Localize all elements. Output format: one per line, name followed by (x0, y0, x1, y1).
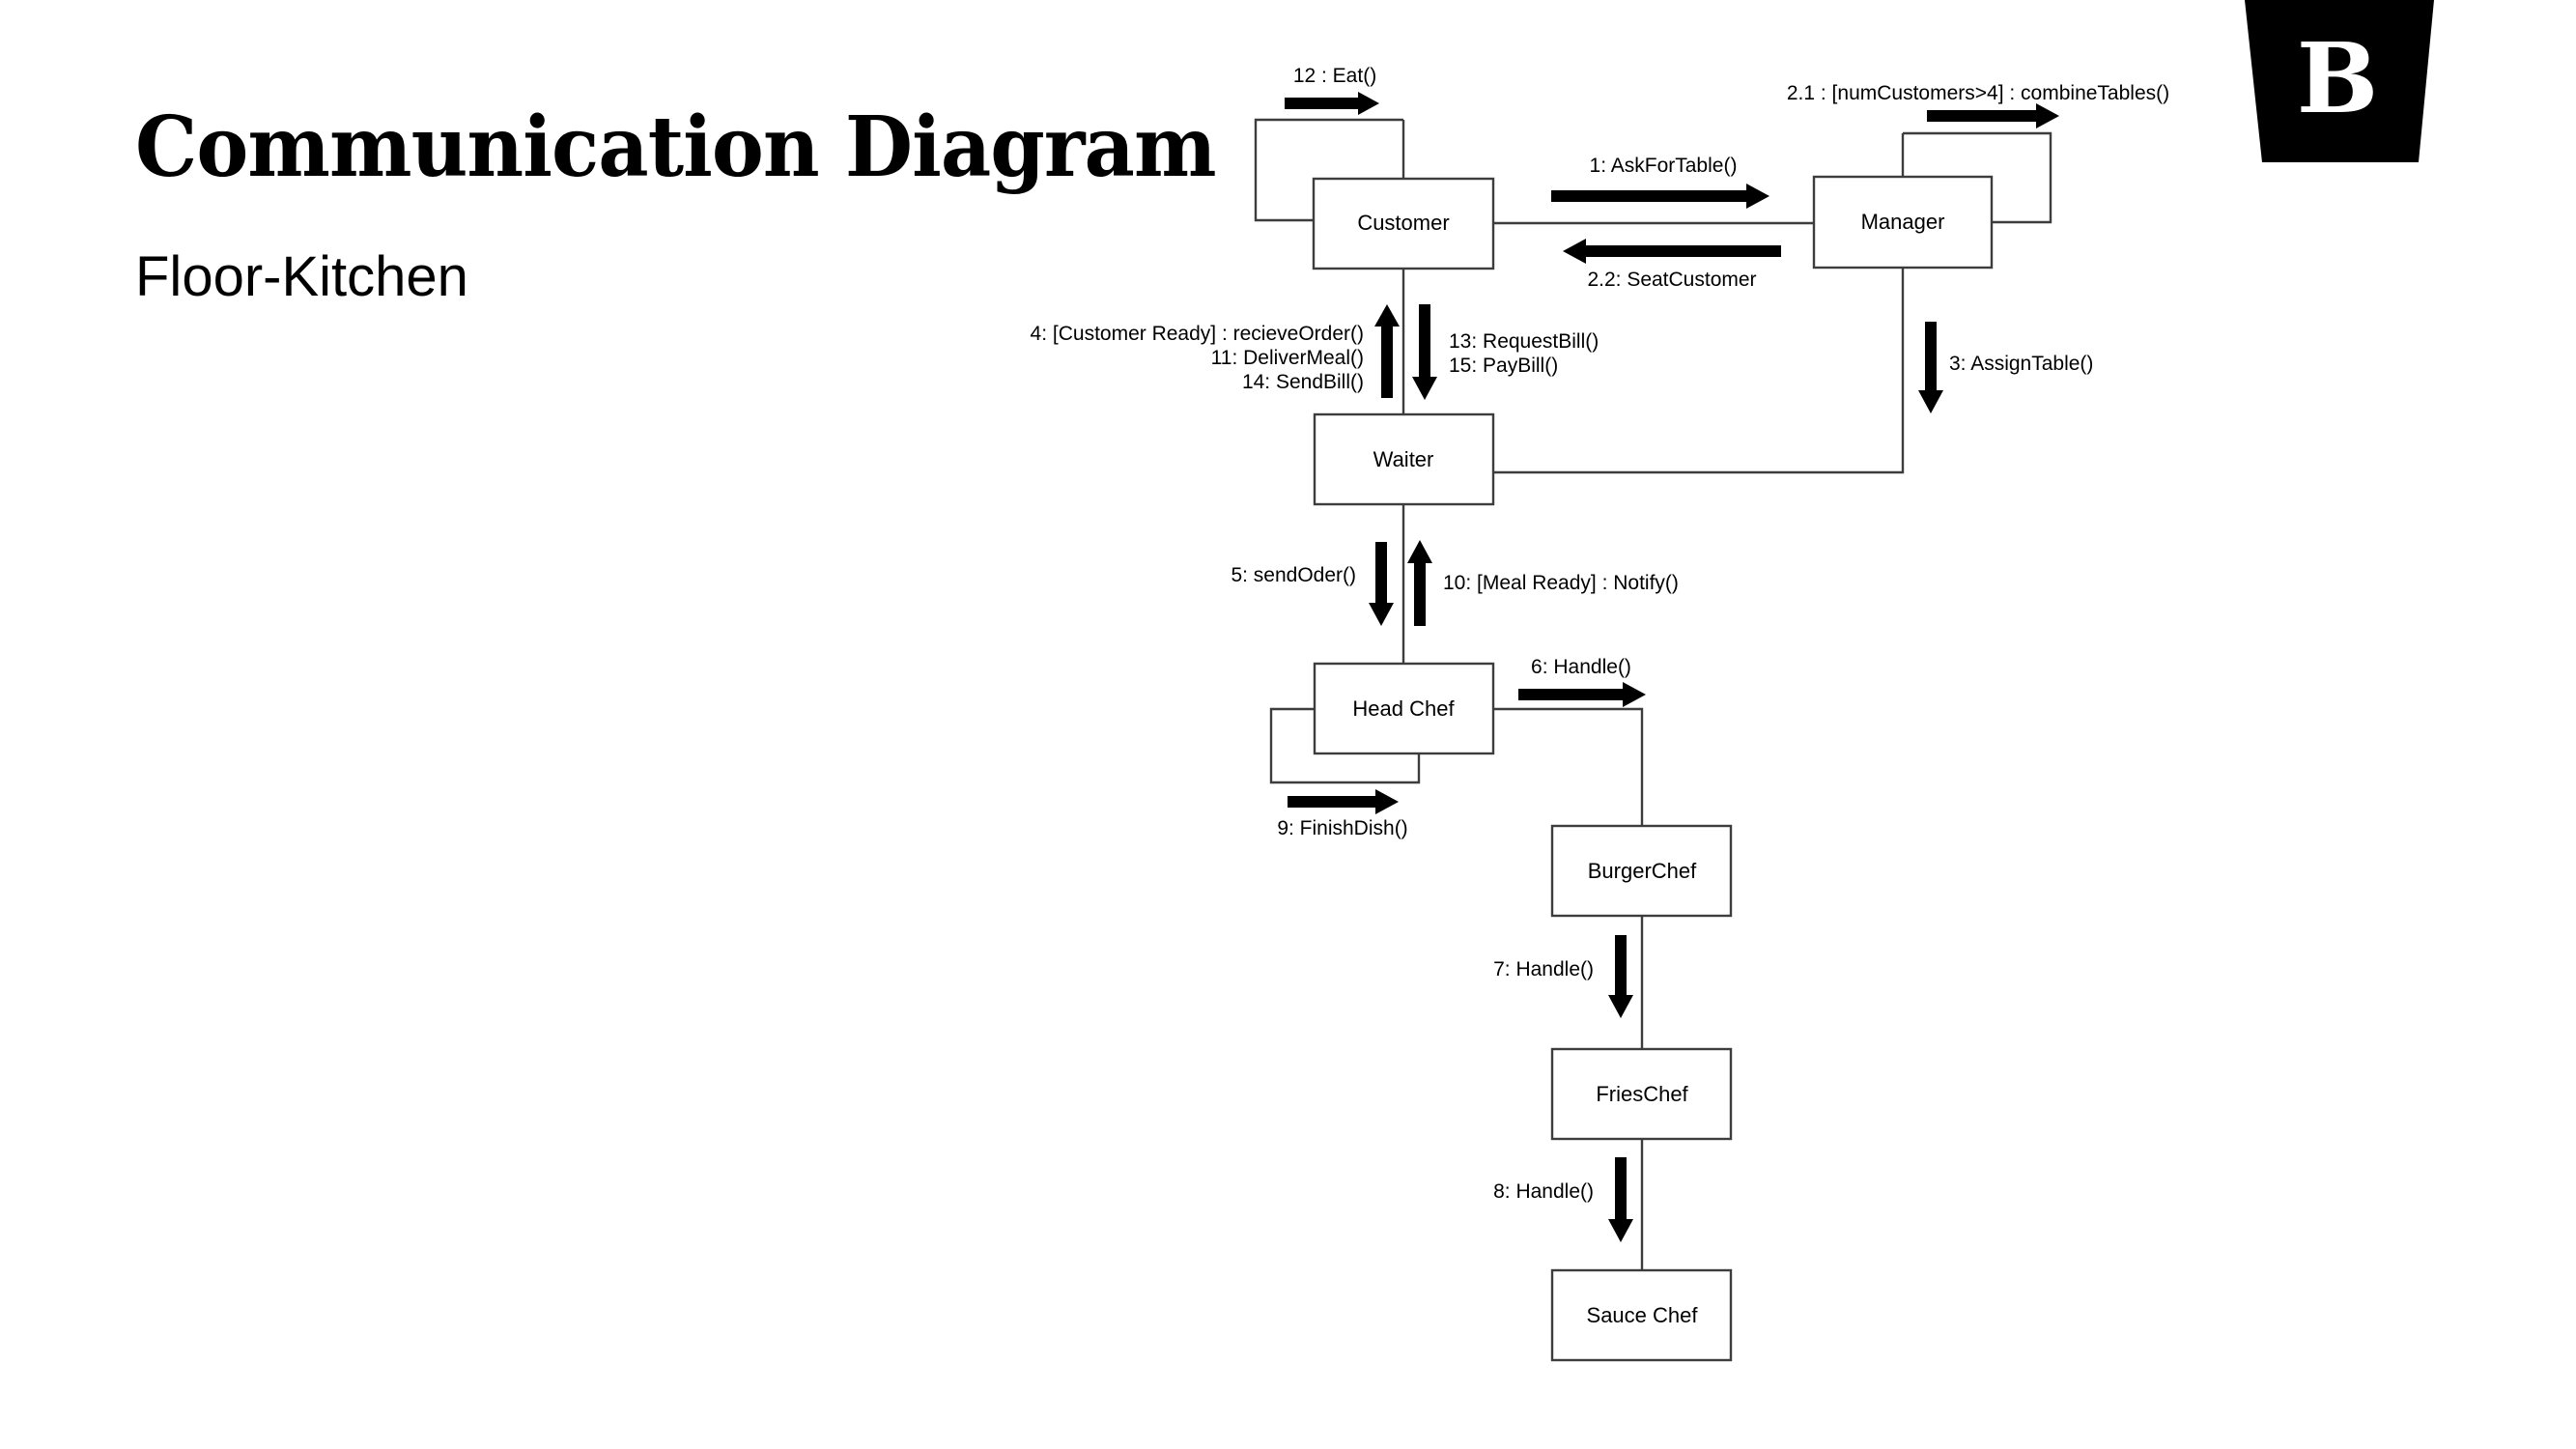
self-loop-manager (1903, 131, 2052, 224)
message-label-finishdish: 9: FinishDish() (1277, 817, 1407, 839)
arrow-head-assigntable (1918, 322, 1943, 413)
node-burgerchef[interactable]: BurgerChef (1550, 824, 1733, 918)
arrow-head-combinetables (1927, 103, 2059, 128)
node-burgerchef-label: BurgerChef (1588, 859, 1697, 883)
arrow-head-seatcustomer (1563, 239, 1781, 264)
message-label-sendbill: 14: SendBill() (1242, 371, 1364, 393)
message-label-recieveorder: 4: [Customer Ready] : recieveOrder() (1031, 323, 1364, 345)
arrow-head-handle6 (1518, 682, 1646, 707)
message-arrow-handle8: 8: Handle() (1493, 1157, 1633, 1242)
message-arrow-customer-to-waiter: 13: RequestBill() 15: PayBill() (1412, 304, 1599, 400)
node-waiter-box[interactable] (1313, 412, 1495, 506)
message-label-handle8: 8: Handle() (1493, 1180, 1594, 1203)
message-label-requestbill: 13: RequestBill() (1449, 330, 1599, 353)
message-arrow-notify: 10: [Meal Ready] : Notify() (1407, 540, 1679, 626)
node-saucechef[interactable]: Sauce Chef (1550, 1268, 1733, 1362)
node-customer-box[interactable] (1312, 177, 1495, 270)
message-label-handle7: 7: Handle() (1493, 958, 1594, 980)
message-arrow-seatcustomer: 2.2: SeatCustomer (1563, 239, 1781, 291)
message-arrow-assigntable: 3: AssignTable() (1918, 322, 2093, 413)
node-burgerchef-box[interactable] (1550, 824, 1733, 918)
arrow-head-eat (1285, 92, 1379, 115)
node-waiter-label: Waiter (1373, 447, 1434, 471)
node-customer-label: Customer (1357, 211, 1449, 235)
message-label-handle6: 6: Handle() (1531, 656, 1631, 678)
page-subtitle: Floor-Kitchen (135, 245, 468, 308)
node-frieschef[interactable]: FriesChef (1550, 1047, 1733, 1141)
arrow-head-sendorder (1369, 542, 1394, 626)
message-label-delivermeal: 11: DeliverMeal() (1211, 347, 1364, 369)
node-manager-box[interactable] (1812, 175, 1994, 270)
page-title: Communication Diagram (135, 99, 1217, 196)
node-frieschef-box[interactable] (1550, 1047, 1733, 1141)
message-arrow-waiter-to-customer: 4: [Customer Ready] : recieveOrder() 11:… (1031, 304, 1400, 398)
message-arrow-sendorder: 5: sendOder() (1231, 542, 1394, 626)
message-label-notify: 10: [Meal Ready] : Notify() (1443, 572, 1679, 594)
message-label-sendorder: 5: sendOder() (1231, 564, 1356, 586)
message-arrow-askfortable: 1: AskForTable() (1551, 155, 1769, 209)
node-customer[interactable]: Customer (1312, 177, 1495, 270)
node-waiter[interactable]: Waiter (1313, 412, 1495, 506)
message-label-assigntable: 3: AssignTable() (1949, 353, 2093, 375)
message-label-askfortable: 1: AskForTable() (1590, 155, 1738, 177)
logo-trapezoid-shape (2245, 0, 2434, 162)
message-arrow-eat: 12 : Eat() (1285, 65, 1379, 115)
message-arrow-handle6: 6: Handle() (1518, 656, 1646, 707)
link-manager-waiter (1493, 268, 1905, 474)
arrow-head-handle8 (1608, 1157, 1633, 1242)
node-saucechef-box[interactable] (1550, 1268, 1733, 1362)
arrow-head-customer-to-waiter (1412, 304, 1437, 400)
arrow-head-askfortable (1551, 184, 1769, 209)
link-headchef-burgerchef (1493, 707, 1644, 826)
message-label-paybill: 15: PayBill() (1449, 355, 1558, 377)
message-arrow-handle7: 7: Handle() (1493, 935, 1633, 1018)
message-label-combinetables: 2.1 : [numCustomers>4] : combineTables() (1787, 82, 2169, 104)
node-headchef[interactable]: Head Chef (1313, 662, 1495, 755)
arrow-head-notify (1407, 540, 1432, 626)
node-headchef-label: Head Chef (1352, 696, 1455, 721)
self-loop-headchef (1269, 707, 1421, 784)
node-manager[interactable]: Manager (1812, 175, 1994, 270)
message-label-eat: 12 : Eat() (1293, 65, 1376, 87)
brand-logo: B (2241, 0, 2434, 162)
arrow-head-waiter-to-customer (1374, 304, 1400, 398)
logo-letter-b: B (2296, 21, 2379, 135)
title-block: Communication Diagram Floor-Kitchen (135, 106, 1294, 305)
node-headchef-box[interactable] (1313, 662, 1495, 755)
message-arrow-combinetables: 2.1 : [numCustomers>4] : combineTables() (1787, 82, 2169, 128)
arrow-head-handle7 (1608, 935, 1633, 1018)
node-saucechef-label: Sauce Chef (1587, 1303, 1699, 1327)
message-arrow-finishdish: 9: FinishDish() (1277, 789, 1408, 839)
node-manager-label: Manager (1861, 210, 1945, 234)
node-frieschef-label: FriesChef (1596, 1082, 1688, 1106)
message-label-seatcustomer: 2.2: SeatCustomer (1587, 269, 1756, 291)
arrow-head-finishdish (1288, 789, 1399, 814)
